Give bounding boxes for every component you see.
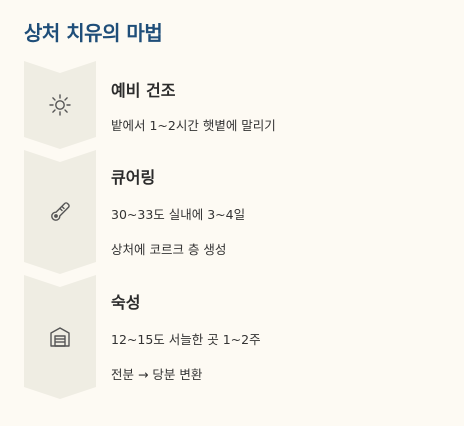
step-aging: 숙성 12~15도 서늘한 곳 1~2주 전분 → 당분 변환 [0,275,464,399]
step-description: 전분 → 당분 변환 [111,367,203,382]
step-description: 30~33도 실내에 3~4일 [111,207,246,222]
thermometer-icon [48,200,72,224]
storage-icon [48,325,72,349]
step-heading: 큐어링 [111,168,156,187]
step-preliminary-drying: 예비 건조 밭에서 1~2시간 햇볕에 말리기 [0,61,464,149]
step-description: 12~15도 서늘한 곳 1~2주 [111,332,261,347]
sun-icon [48,93,72,117]
step-description: 상처에 코르크 층 생성 [111,242,227,257]
step-curing: 큐어링 30~33도 실내에 3~4일 상처에 코르크 층 생성 [0,150,464,274]
step-chevron [24,275,96,399]
step-chevron [24,150,96,274]
step-chevron [24,61,96,149]
page-title: 상처 치유의 마법 [24,21,163,45]
step-heading: 숙성 [111,293,141,312]
step-description: 밭에서 1~2시간 햇볕에 말리기 [111,118,276,133]
step-heading: 예비 건조 [111,81,176,100]
